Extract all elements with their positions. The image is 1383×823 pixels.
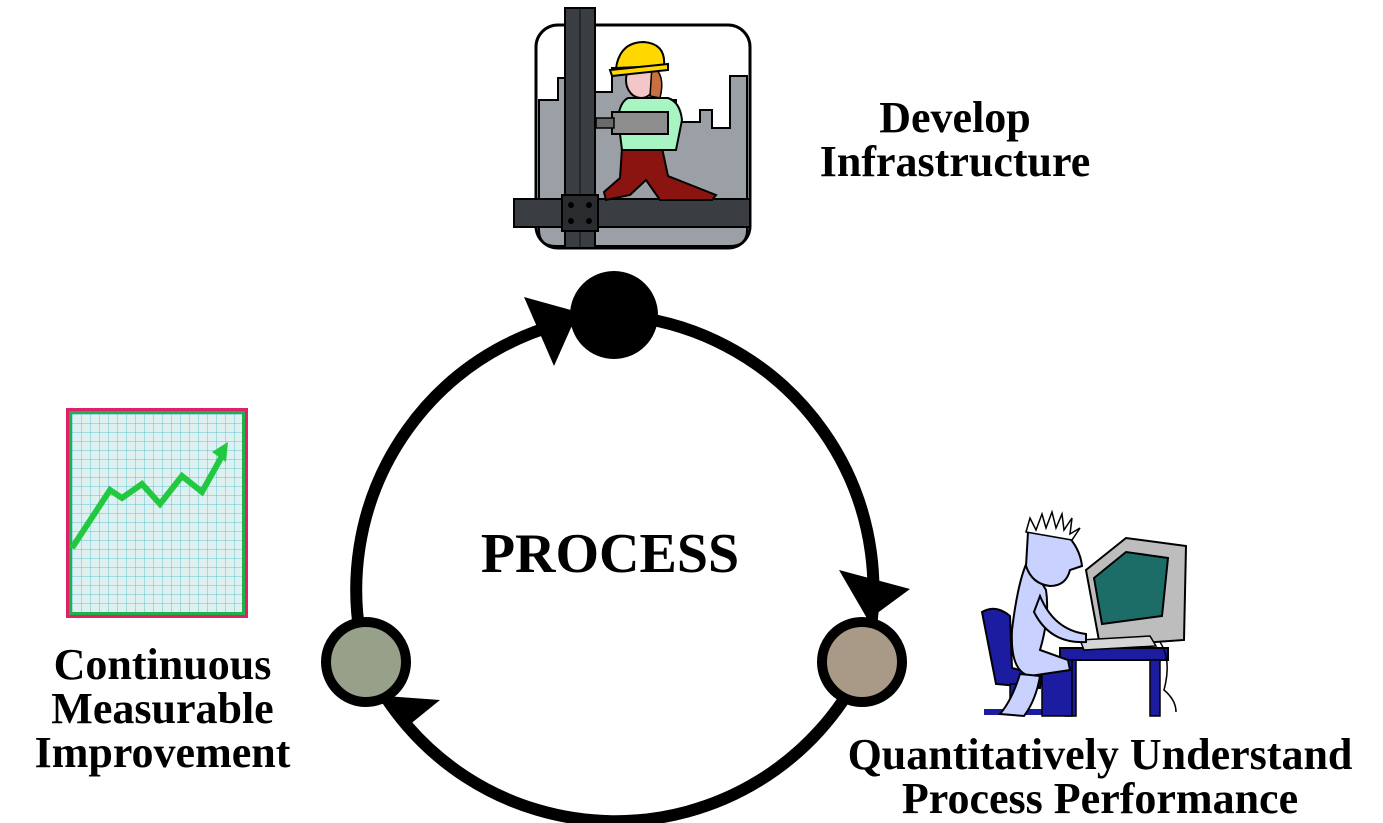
node-top (570, 271, 658, 359)
rising-chart-icon (66, 408, 248, 618)
qu-line-2: Process Performance (901, 774, 1299, 823)
arrowhead-to-top (524, 297, 578, 366)
continuous-improvement-label: Continuous Measurable Improvement (0, 643, 325, 775)
process-center-label: PROCESS (480, 523, 740, 585)
person-at-computer-icon (980, 509, 1188, 718)
ring-arc-bottom (360, 659, 868, 823)
node-right (817, 617, 907, 707)
arrowhead-to-right (839, 570, 910, 620)
develop-line-2: Infrastructure (819, 137, 1091, 186)
node-left (321, 617, 411, 707)
ring-arc-top-right (613, 309, 880, 670)
quantitative-understanding-label: Quantitatively Understand Process Perfor… (820, 733, 1380, 821)
qu-line-1: Quantitatively Understand (847, 730, 1353, 779)
arrowhead-to-left (385, 696, 440, 730)
cmi-line-3: Improvement (34, 728, 291, 777)
cmi-line-2: Measurable (51, 684, 274, 733)
construction-worker-icon (513, 7, 752, 250)
ring-arc-left (350, 309, 615, 664)
cmi-line-1: Continuous (53, 640, 272, 689)
develop-infrastructure-label: Develop Infrastructure (795, 96, 1115, 184)
develop-line-1: Develop (879, 93, 1031, 142)
